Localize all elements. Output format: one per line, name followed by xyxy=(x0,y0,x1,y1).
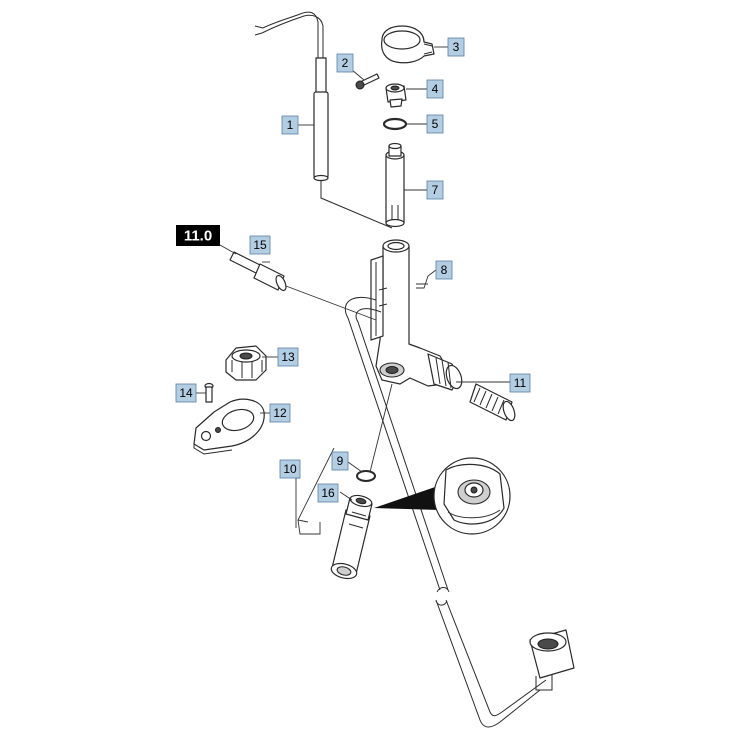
part-9-o-ring xyxy=(356,383,393,482)
part-14-bolt xyxy=(204,382,214,403)
callout-9-label: 9 xyxy=(337,454,344,468)
callout-12: 12 xyxy=(269,403,291,423)
callout-13-label: 13 xyxy=(281,350,295,364)
part-1-sensor-probe xyxy=(254,11,393,229)
part-12-bracket xyxy=(193,398,265,455)
part-2-screw xyxy=(355,73,380,90)
callout-10: 10 xyxy=(279,459,301,479)
callout-8-label: 8 xyxy=(441,263,448,277)
part-16-detail-view xyxy=(374,457,511,535)
hose xyxy=(344,296,575,728)
part-5-o-ring xyxy=(382,117,408,131)
callout-4-label: 4 xyxy=(432,82,439,96)
callout-5-label: 5 xyxy=(432,117,439,131)
callout-5: 5 xyxy=(426,114,444,134)
callout-7: 7 xyxy=(426,180,444,200)
callout-1: 1 xyxy=(281,115,299,135)
callout-11: 11 xyxy=(509,373,531,393)
part-7-cylinder xyxy=(385,142,405,228)
part-11-filter xyxy=(469,383,516,422)
reference-tag-label: 11.0 xyxy=(184,228,212,245)
callout-14-label: 14 xyxy=(179,386,193,400)
callout-11-label: 11 xyxy=(514,376,527,390)
callout-1-label: 1 xyxy=(287,118,294,132)
callout-12-label: 12 xyxy=(273,406,287,420)
callout-14: 14 xyxy=(175,383,197,403)
part-3-clamp xyxy=(381,25,435,64)
callout-3: 3 xyxy=(447,37,465,57)
callout-7-label: 7 xyxy=(432,183,439,197)
callout-16-label: 16 xyxy=(321,486,335,500)
part-15-pin xyxy=(229,251,377,321)
callout-3-label: 3 xyxy=(453,40,460,54)
callout-2: 2 xyxy=(336,53,354,73)
callout-15: 15 xyxy=(249,235,271,255)
callout-13: 13 xyxy=(277,347,299,367)
part-13-nut xyxy=(225,345,267,381)
part-8-valve-body xyxy=(370,239,463,391)
callout-8: 8 xyxy=(435,260,453,280)
callout-2-label: 2 xyxy=(342,56,349,70)
callout-4: 4 xyxy=(426,79,444,99)
part-4-fitting xyxy=(385,83,407,108)
part-10-cartridge xyxy=(330,494,373,580)
callout-16: 16 xyxy=(317,483,339,503)
reference-tag: 11.0 xyxy=(176,225,237,255)
callout-9: 9 xyxy=(331,451,349,471)
callout-15-label: 15 xyxy=(253,238,267,252)
callout-10-label: 10 xyxy=(283,462,297,476)
